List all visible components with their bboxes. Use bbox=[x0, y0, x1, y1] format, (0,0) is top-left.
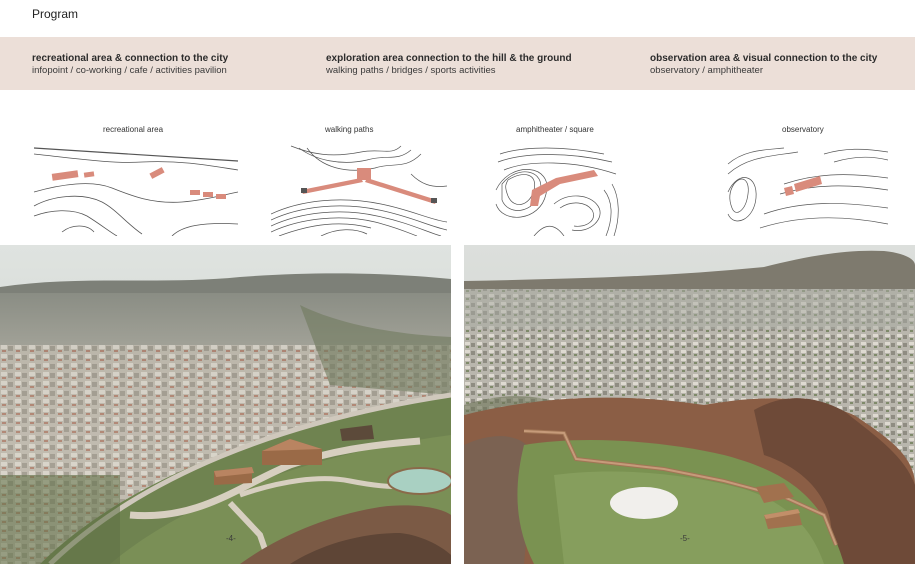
page-title: Program bbox=[32, 7, 79, 21]
program-heading: exploration area connection to the hill … bbox=[326, 53, 572, 64]
diagram-label-amphitheater: amphitheater / square bbox=[516, 125, 594, 134]
diagram-recreational bbox=[33, 147, 239, 236]
program-items: observatory / amphitheater bbox=[650, 65, 764, 76]
render-observation-area: -5- bbox=[464, 245, 915, 564]
diagram-label-recreational: recreational area bbox=[103, 125, 164, 134]
program-heading: observation area & visual connection to … bbox=[650, 53, 878, 64]
diagram-walking-paths bbox=[271, 145, 447, 236]
diagram-amphitheater bbox=[495, 147, 619, 236]
program-items: infopoint / co-working / cafe / activiti… bbox=[32, 65, 227, 76]
diagram-label-observatory: observatory bbox=[782, 125, 824, 134]
render-recreational-area: -4- bbox=[0, 245, 451, 564]
program-band: recreational area & connection to the ci… bbox=[0, 37, 915, 90]
program-column-exploration: exploration area connection to the hill … bbox=[326, 53, 572, 76]
diagram-label-walking: walking paths bbox=[325, 125, 374, 134]
program-column-observation: observation area & visual connection to … bbox=[650, 53, 877, 76]
program-heading: recreational area & connection to the ci… bbox=[32, 53, 229, 64]
diagram-observatory bbox=[727, 147, 888, 229]
render-page-number: -4- bbox=[226, 534, 236, 543]
render-page-number: -5- bbox=[680, 534, 690, 543]
program-items: walking paths / bridges / sports activit… bbox=[326, 65, 496, 76]
program-column-recreational: recreational area & connection to the ci… bbox=[32, 53, 228, 76]
